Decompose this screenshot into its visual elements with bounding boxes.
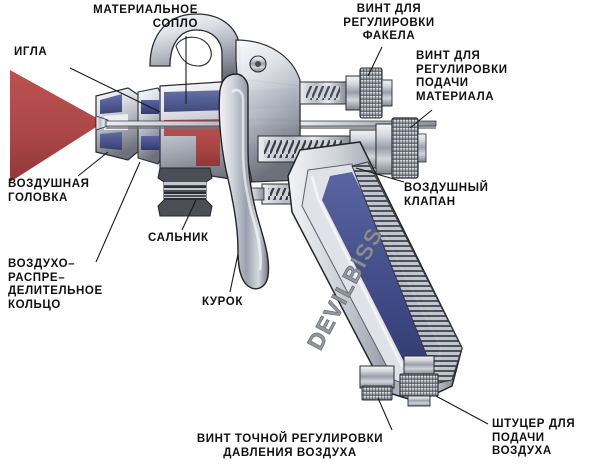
- leader-line-trigger: [229, 253, 239, 293]
- leader-line-air-valve: [355, 167, 405, 183]
- trigger-part: [218, 73, 270, 290]
- callout-leader-lines: [69, 36, 489, 431]
- packing-gland-part: [157, 167, 213, 217]
- callout-label-fan-adjustment-screw: ВИНТ ДЛЯ РЕГУЛИРОВКИ ФАКЕЛА: [343, 3, 435, 42]
- gun-grip-handle: DEVILBISS: [287, 141, 463, 403]
- callout-label-air-distribution-ring: ВОЗДУХО– РАСПРЕ– ДЕЛИТЕЛЬНОЕ КОЛЬЦО: [8, 258, 103, 311]
- callout-label-material-nozzle: МАТЕРИАЛЬНОЕ СОПЛО: [93, 4, 198, 30]
- callout-label-needle: ИГЛА: [14, 46, 48, 58]
- fan-adjustment-screw-part: [299, 67, 393, 119]
- callout-label-material-feed-screw: ВИНТ ДЛЯ РЕГУЛИРОВКИ ПОДАЧИ МАТЕРИАЛА: [416, 50, 508, 103]
- leader-line-needle: [69, 67, 161, 113]
- callout-label-air-pressure-fine-screw: ВИНТ ТОЧНОЙ РЕГУЛИРОВКИ ДАВЛЕНИЯ ВОЗДУХА: [196, 433, 384, 459]
- callout-label-packing-gland: САЛЬНИК: [148, 232, 209, 244]
- callout-label-trigger: КУРОК: [202, 296, 243, 308]
- leader-line-air-supply-fitting: [435, 395, 489, 425]
- leader-line-packing-gland: [181, 199, 197, 231]
- air-supply-fitting-part: [399, 355, 439, 407]
- air-pressure-fine-screw-part: [359, 365, 395, 401]
- spray-fan-cone: [10, 70, 104, 182]
- leader-line-material-feed-screw: [409, 109, 433, 129]
- leader-line-air-cap: [77, 151, 109, 177]
- leader-line-fan-adjustment-screw: [367, 46, 383, 77]
- bottom-fittings: [359, 355, 439, 407]
- callout-label-air-cap: ВОЗДУШНАЯ ГОЛОВКА: [8, 178, 90, 204]
- leader-line-air-distribution-ring: [95, 161, 141, 263]
- leader-line-air-pressure-fine-screw: [377, 397, 393, 431]
- callout-label-air-supply-fitting: ШТУЦЕР ДЛЯ ПОДАЧИ ВОЗДУХА: [492, 418, 576, 457]
- callout-label-air-valve: ВОЗДУШНЫЙ КЛАПАН: [404, 182, 489, 208]
